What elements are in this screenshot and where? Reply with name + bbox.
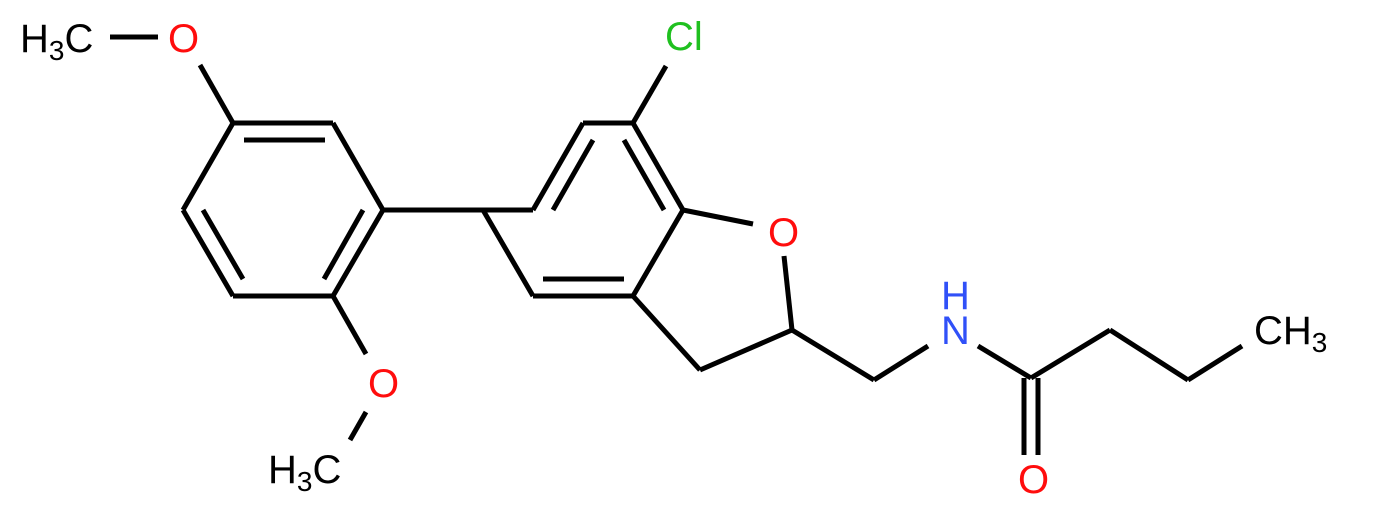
bond-ch2-ch3 bbox=[1186, 343, 1244, 383]
nitrogen-label: N bbox=[941, 309, 970, 353]
ring-b-bond bbox=[630, 121, 686, 212]
ring-a-bond bbox=[330, 208, 386, 298]
oxygen-carbonyl-label: O bbox=[1018, 458, 1049, 502]
bond-n-co bbox=[976, 343, 1033, 381]
ring-a-double bbox=[200, 208, 246, 281]
chlorine-label: Cl bbox=[665, 15, 703, 59]
methyl-right-label: CH3 bbox=[1254, 309, 1327, 358]
ring-a-bond bbox=[330, 121, 386, 212]
oxygen-top-label: O bbox=[168, 17, 199, 61]
bond-o-ring-top bbox=[197, 63, 236, 125]
ring-a-bond bbox=[180, 121, 236, 212]
nitrogen-h-label: H bbox=[941, 274, 970, 318]
bond-c2-ch2 bbox=[790, 327, 876, 383]
bond-c7a-o bbox=[682, 207, 754, 227]
ring-b-bond bbox=[530, 121, 586, 212]
bond-c2-c3 bbox=[699, 327, 793, 373]
bond-c3-c3a bbox=[631, 294, 702, 372]
ring-a-bond bbox=[180, 208, 236, 298]
bond-ring-o-lower bbox=[330, 294, 369, 356]
ring-b-bond bbox=[630, 208, 686, 298]
bond-o-ch3-lower bbox=[347, 410, 369, 442]
bond-ch2-n bbox=[872, 343, 930, 383]
ring-b-bond bbox=[480, 208, 536, 298]
ring-b-double bbox=[621, 138, 667, 212]
methyl-bottom-label: H3C bbox=[268, 448, 341, 497]
bond-c-cl bbox=[630, 64, 669, 125]
methyl-top-label: H3C bbox=[20, 17, 93, 66]
ring-b-double bbox=[550, 138, 596, 212]
bond-ch2-ch2 bbox=[1108, 327, 1190, 383]
bond-o-c2 bbox=[781, 255, 795, 331]
bond-co-ch2 bbox=[1029, 327, 1112, 381]
ring-a-double bbox=[321, 208, 366, 281]
oxygen-lower-label: O bbox=[368, 362, 399, 406]
oxygen-ring-label: O bbox=[768, 211, 799, 255]
